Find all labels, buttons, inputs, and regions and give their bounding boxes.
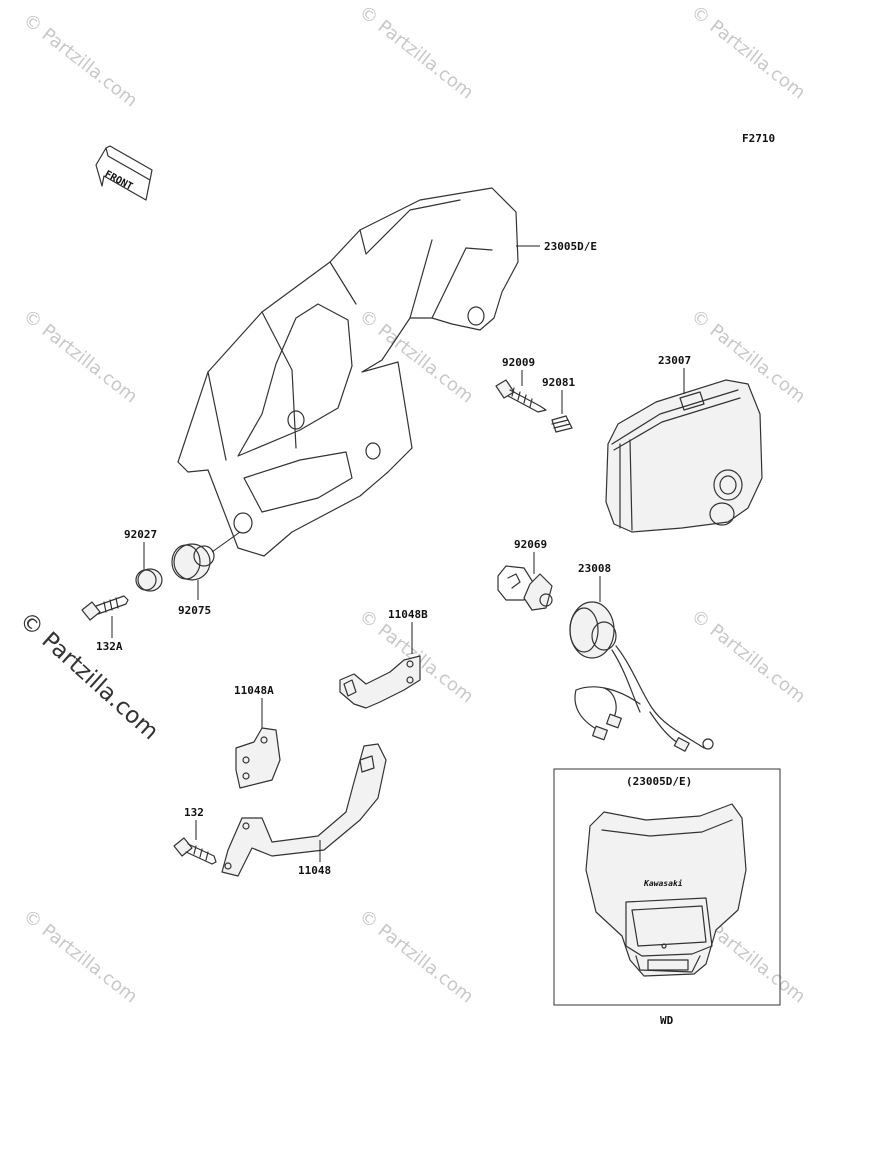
watermark: © Partzilla.com [19,305,141,407]
washer-92027 [135,568,163,592]
bolt-92009 [495,379,547,413]
part-label-23005de: 23005D/E [544,240,597,253]
front-arrow-icon: FRONT [95,145,153,201]
front-label: FRONT [103,169,135,193]
figure-code: F2710 [742,132,775,145]
part-label-132: 132 [184,806,204,819]
watermark: © Partzilla.com [19,9,141,111]
watermark: © Partzilla.com [355,1,477,103]
part-label-92027: 92027 [124,528,157,541]
part-label-11048a: 11048A [234,684,274,697]
part-label-92075: 92075 [178,604,211,617]
part-label-92081: 92081 [542,376,575,389]
part-label-132a: 132A [96,640,123,653]
headlight-lens [605,379,763,533]
socket-harness-23008 [569,601,714,752]
grommet-92075 [171,531,241,581]
watermark: © Partzilla.com [355,905,477,1007]
watermark: © Partzilla.com [355,305,477,407]
part-label-11048: 11048 [298,864,331,877]
part-label-92009: 92009 [502,356,535,369]
watermark: © Partzilla.com [687,605,809,707]
bracket-11048b [339,655,421,709]
bracket-11048a [235,727,281,789]
bolt-132a [81,595,129,621]
watermark-large: © Partzilla.com [14,607,163,745]
headlight-cover [177,187,519,557]
bracket-11048 [221,743,387,877]
part-label-11048b: 11048B [388,608,428,621]
bolt-132 [173,837,217,865]
part-label-23007: 23007 [658,354,691,367]
watermark: © Partzilla.com [687,1,809,103]
watermark: © Partzilla.com [19,905,141,1007]
part-label-92069: 92069 [514,538,547,551]
inset-logo-text: Kawasaki [643,878,683,888]
inset-wd-variant: (23005D/E) Kawasaki WD [553,768,781,1027]
bulb-92069 [497,565,553,611]
spring-92081 [551,415,573,433]
inset-header: (23005D/E) [626,775,692,788]
part-label-23008: 23008 [578,562,611,575]
inset-footer: WD [660,1014,674,1027]
